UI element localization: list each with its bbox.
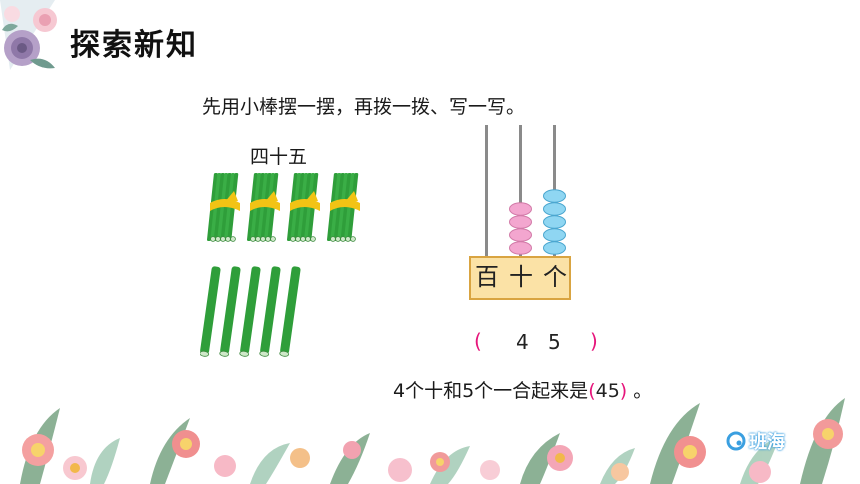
abacus-illustration (469, 125, 571, 300)
abacus-paren-open: ( (474, 329, 482, 353)
single-stick (219, 266, 241, 357)
brand-logo: 班海 (726, 428, 785, 454)
section-title: 探索新知 (70, 28, 198, 63)
abacus-bead-tens (509, 228, 532, 242)
label-ones: 个 (543, 263, 567, 291)
answer-value: 45 (595, 380, 620, 402)
single-stick (259, 266, 281, 357)
label-tens: 十 (509, 263, 533, 291)
answer-paren-close: ) (619, 380, 628, 402)
answer-suffix: 。 (633, 380, 653, 402)
abacus-digit-ones: 5 (548, 330, 561, 354)
floral-footer-decoration (20, 398, 845, 484)
brand-logo-icon (726, 431, 746, 451)
abacus-paren-close: ) (590, 329, 598, 353)
sticks-illustration (200, 173, 360, 357)
single-stick (239, 266, 261, 357)
abacus-rod-tens (519, 125, 522, 260)
stick-bundle (207, 173, 240, 242)
stick-bundle (327, 173, 360, 242)
corner-flower-decoration (0, 0, 57, 70)
number-words: 四十五 (250, 146, 308, 168)
stick-bundle (247, 173, 280, 242)
single-stick (200, 266, 221, 357)
abacus-label-box (469, 256, 571, 300)
answer-sentence: 4个十和5个一合起来是(45) 。 (393, 376, 652, 403)
instruction-text: 先用小棒摆一摆，再拨一拨、写一写。 (202, 96, 526, 118)
abacus-digit-tens: 4 (516, 330, 529, 354)
abacus-bead-ones (543, 202, 566, 216)
abacus-bead-ones (543, 189, 566, 203)
single-stick (279, 266, 301, 357)
stick-bundle (287, 173, 320, 242)
abacus-bead-tens (509, 202, 532, 216)
abacus-rod-hundreds (485, 125, 488, 260)
abacus-bead-ones (543, 215, 566, 229)
answer-paren-open: ( (588, 380, 596, 402)
abacus-bead-tens (509, 215, 532, 229)
label-hundreds: 百 (475, 263, 499, 291)
answer-prefix: 4个十和5个一合起来是 (393, 380, 589, 402)
brand-logo-text: 班海 (749, 432, 785, 453)
abacus-bead-ones (543, 241, 566, 255)
abacus-bead-ones (543, 228, 566, 242)
abacus-bead-tens (509, 241, 532, 255)
